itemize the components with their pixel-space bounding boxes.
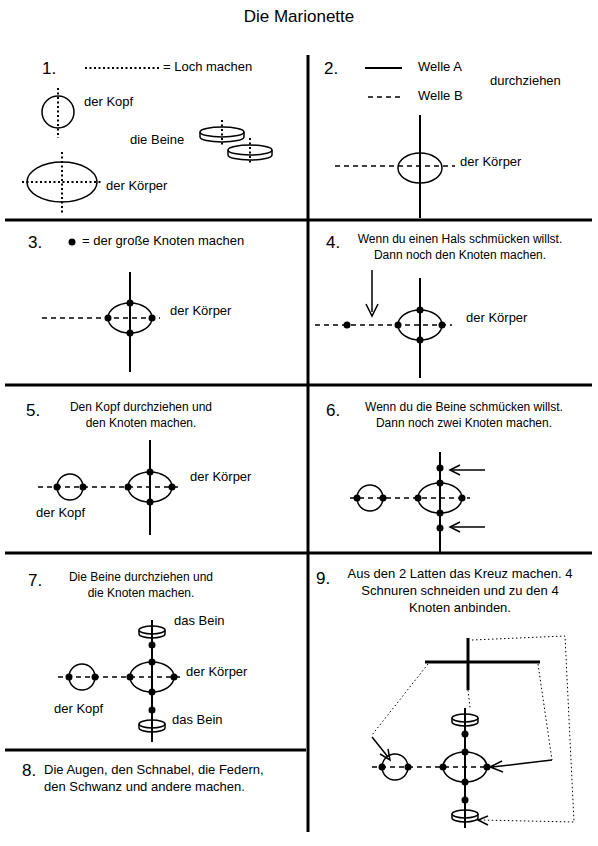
legend-note: Welle B (418, 88, 463, 105)
part-label: das Bein (172, 712, 223, 729)
part-label: der Körper (190, 469, 251, 486)
part-label: der Körper (106, 178, 167, 195)
step-number: 9. (316, 568, 330, 590)
part-label: der Körper (460, 154, 521, 171)
part-label: der Kopf (36, 505, 85, 522)
instruction-text: Die Augen, den Schnabel, die Federn, den… (44, 762, 284, 796)
legend-note: Welle A (418, 59, 462, 76)
page-title: Die Marionette (0, 6, 598, 28)
step-number: 1. (42, 58, 56, 80)
instruction-text: Den Kopf durchziehen und den Knoten mach… (62, 400, 220, 431)
step-number: 8. (22, 760, 36, 782)
legend-note: durchziehen (490, 73, 561, 90)
step-number: 4. (326, 232, 340, 254)
instruction-text: Wenn du die Beine schmücken willst. Dann… (350, 400, 578, 431)
part-label: der Körper (466, 310, 527, 327)
part-label: der Kopf (84, 94, 133, 111)
step-number: 2. (324, 58, 338, 80)
part-label: das Bein (174, 613, 225, 630)
part-label: der Körper (186, 664, 247, 681)
part-label: der Kopf (54, 701, 103, 718)
instruction-text: Die Beine durchziehen und die Knoten mac… (60, 570, 222, 601)
step-number: 7. (28, 570, 42, 592)
step-number: 6. (326, 400, 340, 422)
step-number: 5. (26, 400, 40, 422)
part-label: der Körper (170, 303, 231, 320)
step-number: 3. (28, 232, 42, 254)
instruction-text: Wenn du einen Hals schmücken willst. Dan… (345, 232, 575, 263)
legend-note: = Loch machen (163, 59, 252, 76)
part-label: die Beine (130, 132, 184, 149)
instruction-text: Aus den 2 Latten das Kreuz machen. 4 Sch… (340, 566, 580, 617)
legend-note: = der große Knoten machen (82, 233, 244, 250)
